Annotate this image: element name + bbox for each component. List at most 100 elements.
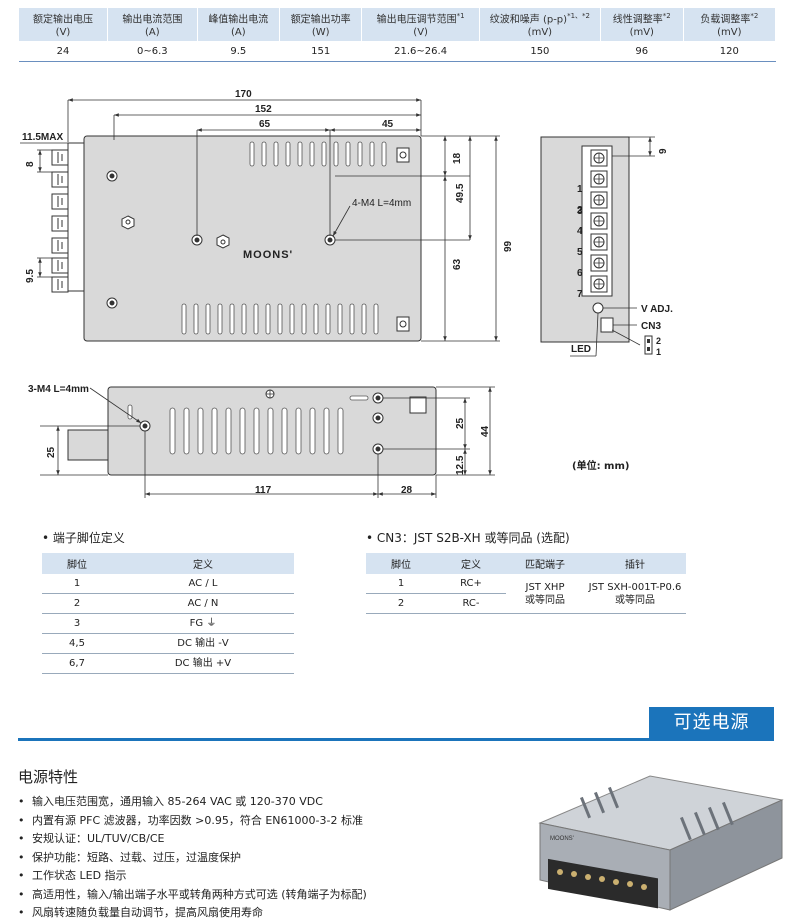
cn3-header-row: 脚位 定义 匹配端子 插针 [366, 553, 686, 574]
cn3-pin-number: 2 [366, 593, 436, 614]
pin-number: 6,7 [42, 653, 112, 674]
screw-label-top: 4-M4 L=4mm [352, 198, 411, 209]
cn3-pin-1: 1 [656, 347, 661, 357]
features-title: 电源特性 [18, 768, 79, 786]
pin-definition: DC 输出 -V [112, 633, 294, 654]
cn3-table-label-text: CN3：JST S2B-XH 或等同品 (选配) [376, 531, 570, 545]
pin-table-label-text: 端子脚位定义 [52, 531, 125, 545]
pin-definition: DC 输出 +V [112, 653, 294, 674]
mate-terminal-line: 或等同品 [525, 594, 565, 606]
cn3-table-label: • CN3：JST S2B-XH 或等同品 (选配) [366, 531, 570, 545]
dim-65: 65 [259, 119, 271, 130]
dim-45: 45 [382, 119, 394, 130]
pin-header: 脚位 [42, 553, 112, 574]
dim-99: 99 [503, 240, 514, 252]
pin-header-row: 脚位 定义 [42, 553, 294, 574]
spec-header: 线性调整率*2(mV) [599, 8, 684, 42]
list-item: 工作状态 LED 指示 [18, 867, 367, 886]
dim-170: 170 [235, 89, 252, 100]
spec-header: 负载调整率*2(mV) [682, 8, 777, 42]
list-item: 内置有源 PFC 滤波器，功率因数 >0.95，符合 EN61000-3-2 标… [18, 812, 367, 831]
terminal-number: 5 [577, 247, 583, 258]
side-view [67, 386, 437, 476]
list-item: 风扇转速随负载量自动调节，提高风扇使用寿命 [18, 904, 367, 923]
spec-value: 150 [479, 41, 601, 63]
terminal-number: 7 [577, 289, 583, 300]
cn3-label: CN3 [641, 321, 661, 332]
pin-definition: AC / N [112, 593, 294, 614]
dim-25-right: 25 [455, 417, 466, 429]
dimension-drawing: MOONS' 1 7 [20, 89, 673, 498]
spec-header: 纹波和噪声 (p-p)*1、*2(mV) [478, 8, 601, 42]
terminal-number: 3 [577, 206, 583, 217]
spec-header: 峰值输出电流(A) [196, 8, 280, 42]
dim-63: 63 [452, 258, 463, 270]
list-item: 保护功能：短路、过载、过压，过温度保护 [18, 849, 367, 868]
led-label: LED [571, 344, 591, 355]
dim-12-5: 12.5 [455, 455, 466, 475]
pin-line: JST SXH-001T-P0.6 [588, 581, 682, 593]
spec-value: 120 [683, 41, 776, 63]
terminal-number: 1 [577, 184, 583, 195]
table-row: 2 RC- [366, 593, 686, 614]
cn3-pin-number: 1 [366, 574, 436, 594]
list-item: 高适用性，输入/输出端子水平或转角两种方式可选 (转角端子为标配) [18, 886, 367, 905]
end-view [540, 136, 653, 355]
spec-header: 输出电压调节范围*1(V) [361, 8, 480, 42]
terminal-number: 4 [577, 226, 583, 237]
dim-9-5: 9.5 [25, 269, 36, 283]
cn3-pin-2: 2 [656, 336, 661, 346]
pin-number: 1 [42, 574, 112, 594]
section-banner: 可选电源 [649, 707, 774, 739]
pin-number: 4,5 [42, 633, 112, 654]
spec-header: 输出电流范围(A) [107, 8, 198, 42]
spec-value: 24 [18, 41, 108, 63]
terminal-number: 6 [577, 268, 583, 279]
section-divider [18, 738, 774, 741]
spec-table: 额定输出电压(V) 输出电流范围(A) 峰值输出电流(A) 额定输出功率(W) … [17, 8, 777, 63]
pin-number: 2 [42, 593, 112, 614]
top-view: MOONS' [51, 135, 422, 342]
cn3-header: 定义 [436, 553, 506, 574]
spec-value: 9.5 [197, 41, 280, 63]
mate-terminal-line: JST XHP [525, 581, 565, 593]
cn3-pin-definition: RC+ [436, 574, 506, 594]
product-photo: MOONS' [538, 775, 784, 911]
spec-header-row: 额定输出电压(V) 输出电流范围(A) 峰值输出电流(A) 额定输出功率(W) … [17, 8, 777, 42]
dim-152: 152 [255, 104, 272, 115]
pin-definition: FG ⏚ [112, 613, 294, 634]
spec-value-row: 24 0~6.3 9.5 151 21.6~26.4 150 96 120 [18, 41, 776, 63]
dim-44: 44 [480, 425, 491, 437]
spec-header: 额定输出电压(V) [17, 8, 109, 42]
brand-logo: MOONS' [243, 249, 293, 261]
dim-117: 117 [255, 485, 272, 496]
cn3-header: 插针 [584, 553, 686, 574]
dim-28: 28 [401, 485, 413, 496]
cn3-header: 匹配端子 [506, 553, 584, 574]
pin-definition: AC / L [112, 574, 294, 594]
spec-value: 21.6~26.4 [361, 41, 480, 63]
photo-brand: MOONS' [550, 836, 574, 842]
spec-value: 151 [279, 41, 362, 63]
dim-18: 18 [452, 152, 463, 164]
spec-value: 0~6.3 [107, 41, 198, 63]
screw-label-side: 3-M4 L=4mm [28, 384, 89, 395]
features-list: 输入电压范围宽，通用输入 85-264 VAC 或 120-370 VDC 内置… [18, 793, 367, 923]
dim-49-5: 49.5 [455, 183, 466, 203]
pin-table-label: • 端子脚位定义 [42, 531, 125, 545]
spec-value: 96 [600, 41, 684, 63]
dim-25-left: 25 [46, 446, 57, 458]
dim-9: 9 [658, 148, 669, 154]
unit-note: (单位: mm) [572, 461, 630, 472]
list-item: 输入电压范围宽，通用输入 85-264 VAC 或 120-370 VDC [18, 793, 367, 812]
spec-header: 额定输出功率(W) [278, 8, 363, 42]
